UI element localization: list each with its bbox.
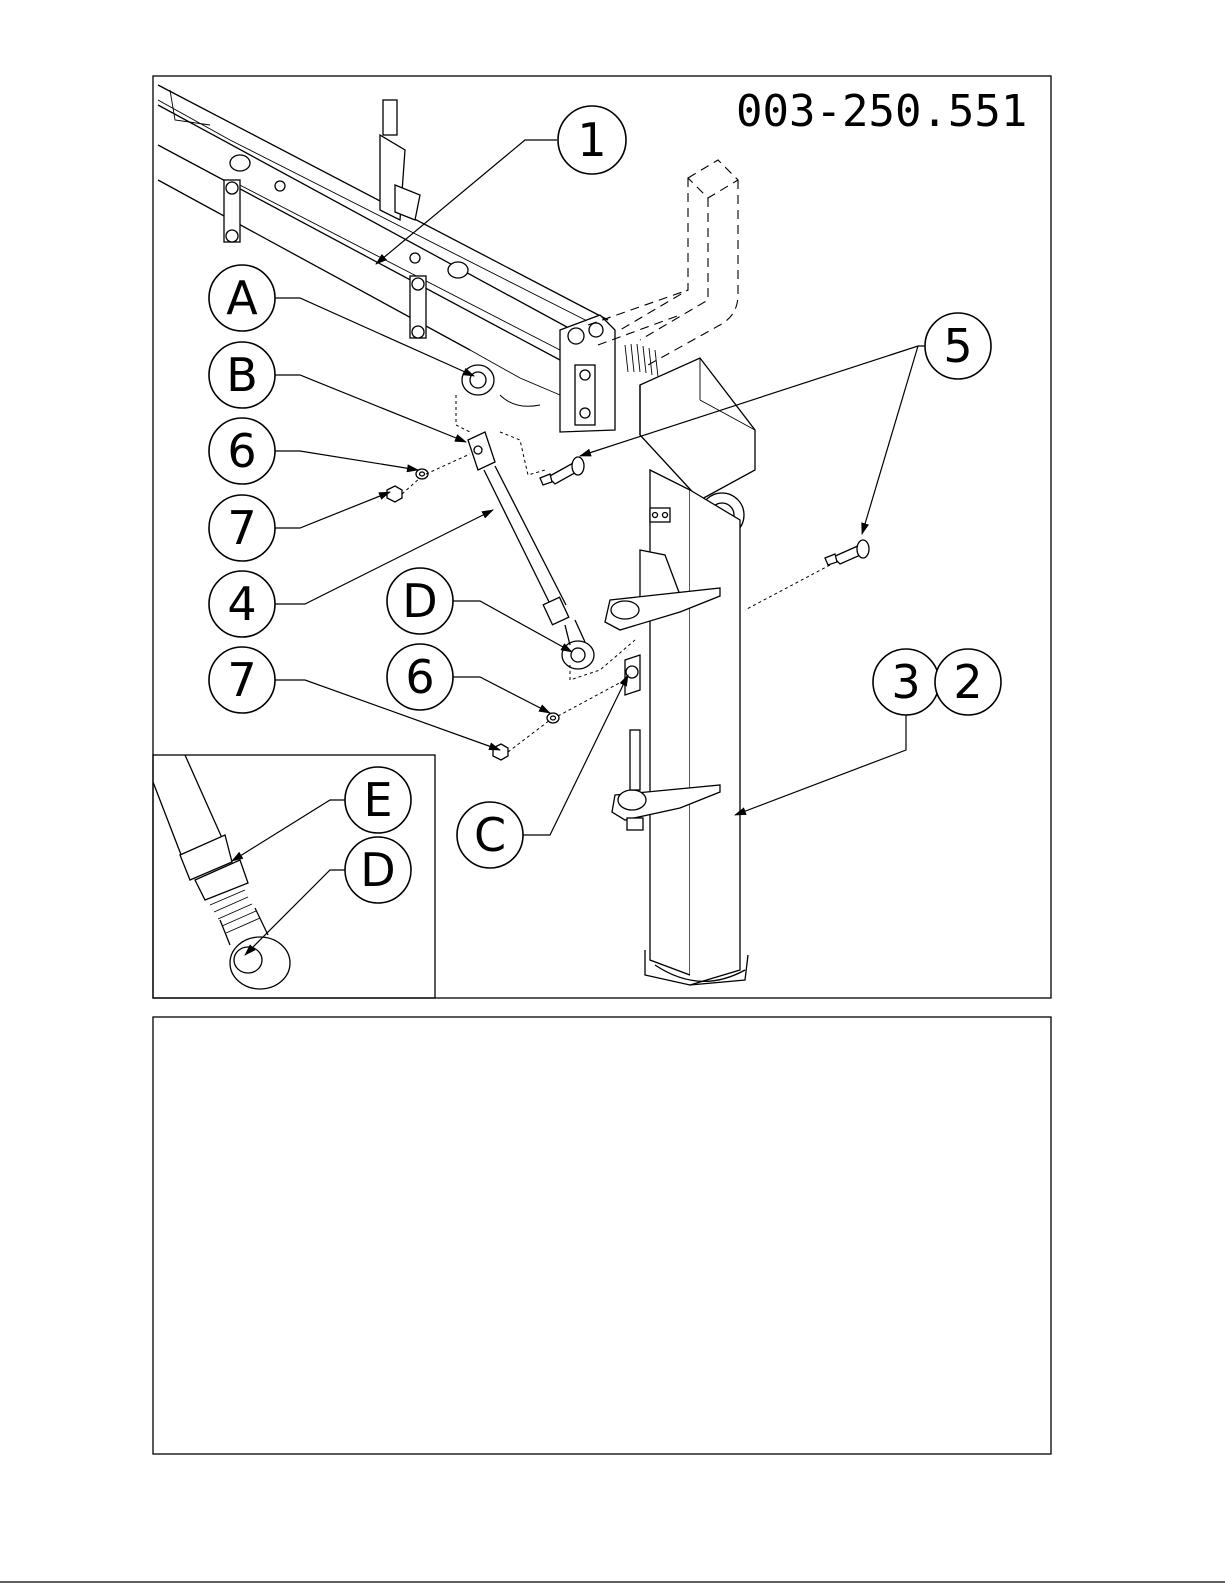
svg-text:1: 1 [577,113,606,167]
callout-D: D [387,568,453,634]
svg-text:D: D [402,574,437,628]
callout-1: 1 [558,106,626,174]
svg-text:6: 6 [227,424,256,478]
callout-7-upper: 7 [209,495,275,561]
svg-text:6: 6 [405,650,434,704]
drawing-number: 003-250.551 [736,86,1027,137]
callout-D-detail: D [345,837,411,903]
notes-frame [153,1017,1051,1454]
callout-B: B [209,342,275,408]
svg-text:E: E [363,773,392,827]
svg-text:D: D [360,843,395,897]
callout-3: 3 [873,649,939,715]
svg-text:7: 7 [227,653,256,707]
svg-text:4: 4 [227,577,256,631]
svg-text:7: 7 [227,501,256,555]
svg-text:3: 3 [891,655,920,709]
callout-5: 5 [925,313,991,379]
svg-text:5: 5 [943,319,972,373]
callout-4: 4 [209,571,275,637]
detail-inset-drawing [153,755,290,989]
callout-C: C [457,802,523,868]
callout-2: 2 [935,649,1001,715]
callout-6-lower: 6 [387,644,453,710]
callout-7-lower: 7 [209,647,275,713]
callout-A: A [209,265,275,331]
svg-text:2: 2 [953,655,982,709]
svg-text:A: A [226,271,258,325]
callout-E: E [345,767,411,833]
svg-text:B: B [226,348,258,402]
vertical-post [605,358,755,985]
leader-lines [232,140,925,955]
svg-text:C: C [474,808,506,862]
callout-6-upper: 6 [209,418,275,484]
